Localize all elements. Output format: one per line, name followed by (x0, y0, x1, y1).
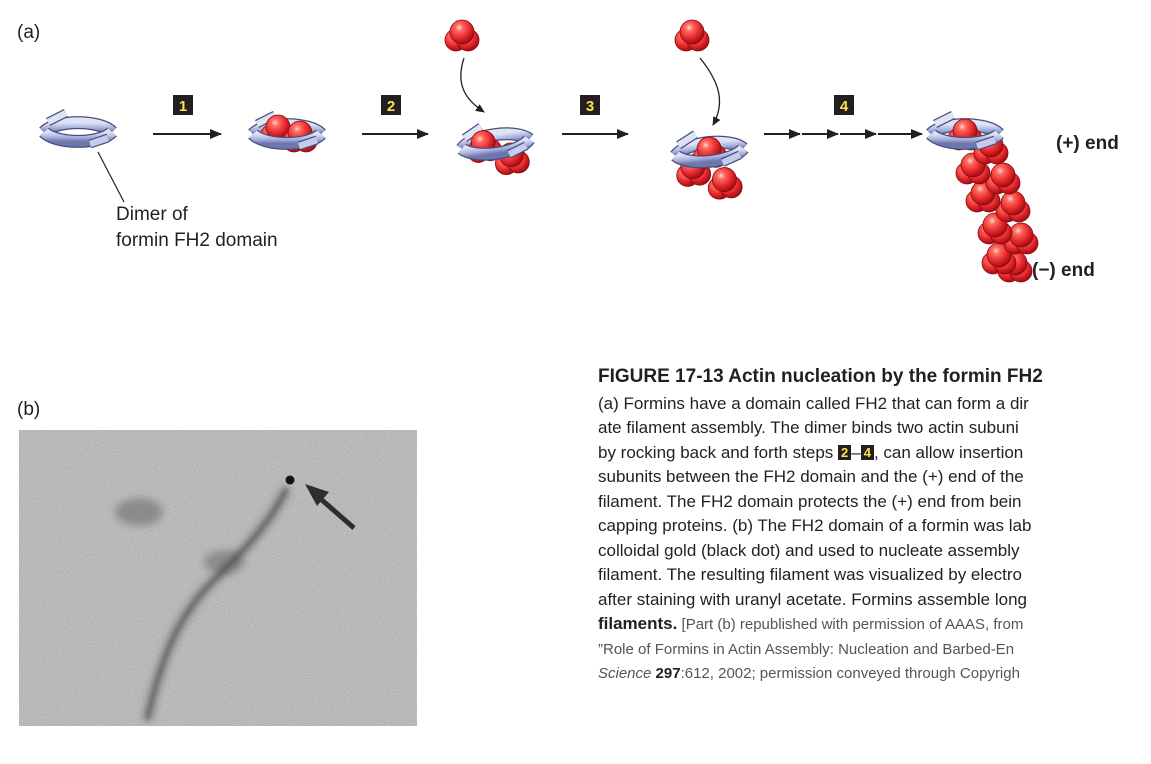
caption-text: , can allow insertion (873, 442, 1024, 462)
caption-line: colloidal gold (black dot) and used to n… (598, 540, 1020, 560)
caption-line: filament. The resulting filament was vis… (598, 565, 1022, 584)
dimer-label-line2: formin FH2 domain (116, 230, 278, 251)
caption-line: ate filament assembly. The dimer binds t… (598, 418, 1019, 437)
caption-line: filament. The FH2 domain protects the (+… (598, 491, 1022, 511)
step-3-number: 3 (586, 98, 594, 115)
caption-text: by rocking back and forth steps (598, 442, 839, 462)
caption-text: – (851, 442, 861, 462)
plus-end-label: (+) end (1056, 133, 1119, 154)
actin-subunit-icon (674, 19, 710, 52)
actin-filament-core (145, 487, 289, 721)
caption-credit-text: :612, 2002; permission conveyed through … (680, 665, 1020, 682)
minus-end-label: (−) end (1032, 260, 1095, 281)
actin-subunit-icon (444, 19, 480, 52)
electron-micrograph (19, 430, 417, 726)
caption-heading: FIGURE 17-13 Actin nucleation by the for… (598, 366, 1043, 387)
step-2-inline-badge: 2 (838, 444, 852, 460)
caption-line: after staining with uranyl acetate. Form… (598, 589, 1027, 609)
step-4-badge (834, 95, 854, 115)
pointer-arrow-icon (460, 57, 485, 113)
actin-filament-icon (931, 115, 1039, 283)
caption-line: capping proteins. (b) The FH2 domain of … (598, 516, 1032, 535)
dimer-label-leader-line (97, 151, 125, 203)
journal-volume: 297 (655, 665, 681, 682)
formin-dimer-icon (44, 113, 112, 144)
dimer-label-line1: Dimer of (116, 204, 189, 225)
figure-caption: FIGURE 17-13 Actin nucleation by the for… (598, 365, 1151, 764)
step-4-number: 4 (840, 98, 849, 115)
caption-credit-text: [Part (b) republished with permission of… (677, 616, 1024, 633)
step-3-badge (580, 95, 600, 115)
debris-blob (115, 498, 163, 526)
colloidal-gold-dot (285, 475, 295, 485)
step-2-badge (381, 95, 401, 115)
step-1-number: 1 (179, 98, 187, 115)
caption-line: by rocking back and forth steps 2–4, can… (598, 441, 1151, 466)
caption-credit-line: ”Role of Formins in Actin Assembly: Nucl… (598, 640, 1015, 658)
formin-actin-complex-icon (459, 120, 533, 177)
step-2-number: 2 (387, 98, 395, 115)
formin-actin-complex-icon (673, 130, 749, 201)
formin-actin-complex-icon (253, 115, 321, 152)
formin-nucleation-diagram: Dimer of formin FH2 domain 1 2 3 (0, 19, 1119, 283)
journal-name: Science (598, 665, 652, 682)
step-4-inline-badge: 4 (860, 444, 874, 460)
debris-blob (204, 550, 244, 574)
part-b-label: (b) (17, 399, 41, 420)
caption-line: filaments. [Part (b) republished with pe… (598, 612, 1151, 638)
pointer-arrow-icon (699, 57, 721, 126)
caption-credit-line: Science 297:612, 2002; permission convey… (598, 662, 1151, 687)
step-1-badge (173, 95, 193, 115)
caption-line: (a) Formins have a domain called FH2 tha… (598, 393, 1029, 413)
micrograph-arrow-icon (305, 484, 356, 530)
part-a-label: (a) (17, 22, 41, 43)
caption-line: subunits between the FH2 domain and the … (598, 467, 1024, 486)
caption-bold-text: filaments. (598, 614, 678, 633)
